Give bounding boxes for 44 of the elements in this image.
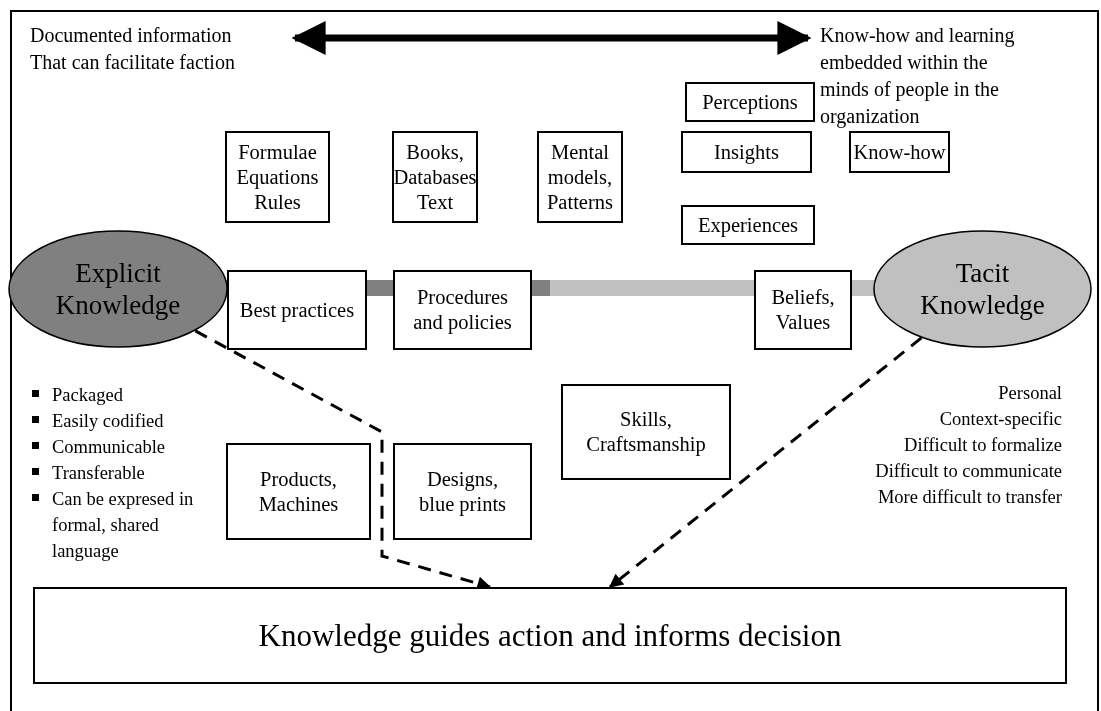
concept-box: [685, 82, 815, 122]
concept-box: [226, 443, 371, 540]
description-text: Documented information That can facilitate faction: [30, 23, 236, 75]
concept-box: [392, 131, 478, 223]
concept-box: [225, 131, 330, 223]
ellipse-label: Explicit Knowledge: [54, 256, 182, 322]
box-label: Insights: [714, 139, 779, 165]
box-label: Best practices: [239, 297, 355, 323]
property-text: Personal: [997, 382, 1062, 405]
concept-box: [849, 131, 950, 173]
bullet-item: Can be expresed in formal, shared language: [30, 486, 220, 564]
property-text: Difficult to formalize: [903, 434, 1062, 457]
concept-box: [681, 205, 815, 245]
bullet-item: Communicable: [30, 434, 220, 460]
box-label: Books, Databases Text: [393, 139, 477, 215]
box-label: Products, Machines: [257, 466, 340, 517]
box-label: Skills, Craftsmanship: [585, 407, 707, 457]
concept-box: [681, 131, 812, 173]
box-label: Know-how: [853, 139, 946, 165]
box-label: Experiences: [697, 212, 799, 238]
concept-box: [33, 587, 1067, 684]
property-text: More difficult to transfer: [876, 486, 1062, 509]
ellipse-label: Tacit Knowledge: [919, 256, 1046, 322]
description-text: Know-how and learning embedded within the minds of people in the organization: [820, 23, 1016, 130]
box-label: Beliefs, Values: [770, 285, 836, 335]
box-label: Perceptions: [702, 89, 798, 115]
bullet-item: Transferable: [30, 460, 220, 486]
dashed-arrow: [608, 336, 923, 589]
concept-box: [393, 270, 532, 350]
concept-box: [227, 270, 367, 350]
bullet-item: Packaged: [30, 382, 220, 408]
concept-box: [393, 443, 532, 540]
concept-box: [561, 384, 731, 480]
concept-box: [537, 131, 623, 223]
property-text: Context-specific: [938, 408, 1062, 431]
box-label: Procedures and policies: [412, 285, 513, 335]
box-label: Knowledge guides action and informs decision: [258, 616, 842, 655]
property-text: Difficult to communicate: [874, 460, 1062, 483]
double-arrow: [291, 21, 812, 55]
box-label: Mental models, Patterns: [545, 139, 614, 215]
bullet-item: Easily codified: [30, 408, 220, 434]
box-label: Formulae Equations Rules: [235, 139, 320, 215]
box-label: Designs, blue prints: [417, 466, 508, 517]
concept-box: [754, 270, 852, 350]
